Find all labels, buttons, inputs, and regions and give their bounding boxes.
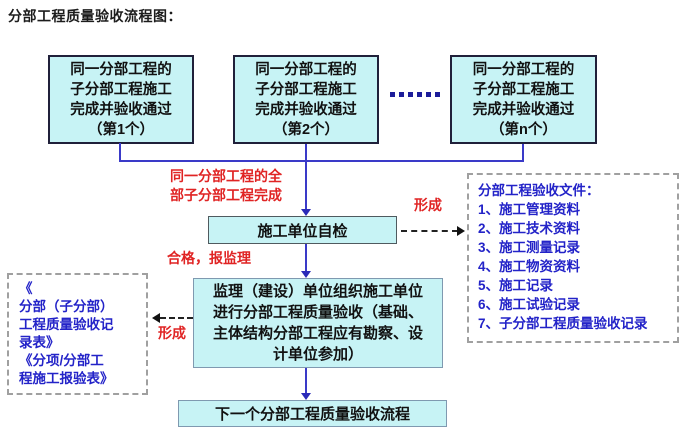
doc-line: 分部（子分部） xyxy=(19,299,114,314)
doc-item: 1、施工管理资料 xyxy=(478,202,581,217)
arrowhead-left-icon xyxy=(152,313,160,323)
connector-to-self-check xyxy=(305,144,307,210)
dashed-line-right xyxy=(401,230,458,232)
connector-box1-down xyxy=(119,143,121,162)
arrowhead-down-icon xyxy=(301,393,311,400)
connector-to-next xyxy=(305,368,307,394)
label-all-subprojects-complete: 同一分部工程的全 部子分部工程完成 xyxy=(170,168,282,203)
subproject-box-2: 同一分部工程的 子分部工程施工 完成并验收通过 （第2个） xyxy=(233,55,379,144)
doc-line: 程施工报验表》 xyxy=(19,371,114,386)
box-line: 同一分部工程的 xyxy=(472,61,575,78)
arrowhead-right-icon xyxy=(457,226,465,236)
subproject-box-1: 同一分部工程的 子分部工程施工 完成并验收通过 （第1个） xyxy=(48,55,194,144)
box-line: （第n个） xyxy=(490,121,557,138)
box-line: 完成并验收通过 xyxy=(255,101,357,118)
box-line: 完成并验收通过 xyxy=(472,101,575,118)
box-line: 主体结构分部工程应有勘察、设 xyxy=(212,325,423,342)
supervisor-acceptance-box: 监理（建设）单位组织施工单位 进行分部工程质量验收（基础、 主体结构分部工程应有… xyxy=(193,278,443,368)
box-line: （第1个） xyxy=(87,121,155,138)
box-line: 子分部工程施工 xyxy=(472,81,575,98)
label-form-left: 形成 xyxy=(158,325,186,341)
arrowhead-down-icon xyxy=(301,209,311,216)
connector-box3-down xyxy=(522,144,524,162)
doc-item: 5、施工记录 xyxy=(478,278,554,293)
box-line: 同一分部工程的 xyxy=(255,61,357,78)
label-qualified-report: 合格，报监理 xyxy=(167,250,251,266)
box-line: 计单位参加） xyxy=(272,346,363,363)
box-line: 完成并验收通过 xyxy=(70,101,172,118)
box-line: 同一分部工程的 xyxy=(70,61,172,78)
next-process-box: 下一个分部工程质量验收流程 xyxy=(178,400,447,427)
connector-merge-horizontal xyxy=(119,160,524,162)
dashed-line-left xyxy=(160,317,193,319)
doc-item: 2、施工技术资料 xyxy=(478,221,581,236)
label-form-right: 形成 xyxy=(414,197,442,213)
self-inspection-box: 施工单位自检 xyxy=(208,216,397,244)
subproject-box-n: 同一分部工程的 子分部工程施工 完成并验收通过 （第n个） xyxy=(450,55,597,144)
ellipsis-dots-icon xyxy=(390,92,440,97)
doc-item: 4、施工物资资料 xyxy=(478,259,581,274)
doc-item: 7、子分部工程质量验收记录 xyxy=(478,316,648,331)
record-forms-box: 《 分部（子分部） 工程质量验收记 录表》 《分项/分部工 程施工报验表》 xyxy=(7,273,148,395)
acceptance-documents-box: 分部工程验收文件： 1、施工管理资料 2、施工技术资料 3、施工测量记录 4、施… xyxy=(467,173,679,343)
doc-line: 《分项/分部工 xyxy=(19,353,104,368)
arrowhead-down-icon xyxy=(301,271,311,278)
connector-to-monitor xyxy=(305,244,307,272)
box-line: （第2个） xyxy=(272,121,340,138)
box-line: 子分部工程施工 xyxy=(70,81,172,98)
doc-item: 6、施工试验记录 xyxy=(478,297,581,312)
doc-line: 录表》 xyxy=(19,335,60,350)
doc-item: 3、施工测量记录 xyxy=(478,240,581,255)
box-line: 子分部工程施工 xyxy=(255,81,357,98)
doc-box-title: 分部工程验收文件： xyxy=(478,183,600,198)
doc-line: 《 xyxy=(19,281,33,296)
box-line: 监理（建设）单位组织施工单位 xyxy=(212,283,423,300)
doc-line: 工程质量验收记 xyxy=(19,317,114,332)
page-title: 分部工程质量验收流程图： xyxy=(8,8,182,24)
box-line: 进行分部工程质量验收（基础、 xyxy=(212,304,423,321)
